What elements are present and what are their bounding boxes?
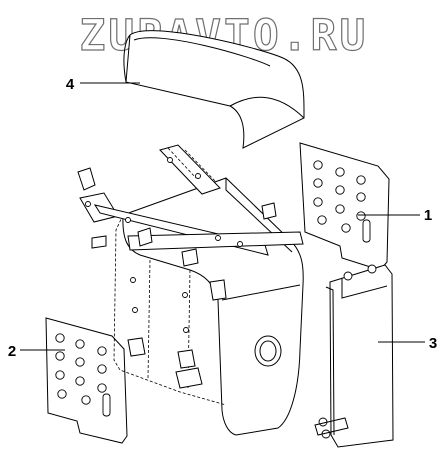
- central-assembly: [77, 144, 304, 436]
- callout-3: 3: [429, 335, 437, 352]
- watermark-text: ZURAVTO.RU: [80, 11, 369, 61]
- part-3-shield: [314, 264, 394, 448]
- callout-1: 1: [424, 207, 432, 224]
- callout-2: 2: [8, 343, 16, 360]
- part-2-plate: [45, 317, 128, 444]
- part-1-plate: [299, 142, 390, 271]
- leader-lines: [20, 82, 425, 351]
- part-4-cover: [123, 30, 305, 149]
- callout-4: 4: [66, 76, 75, 93]
